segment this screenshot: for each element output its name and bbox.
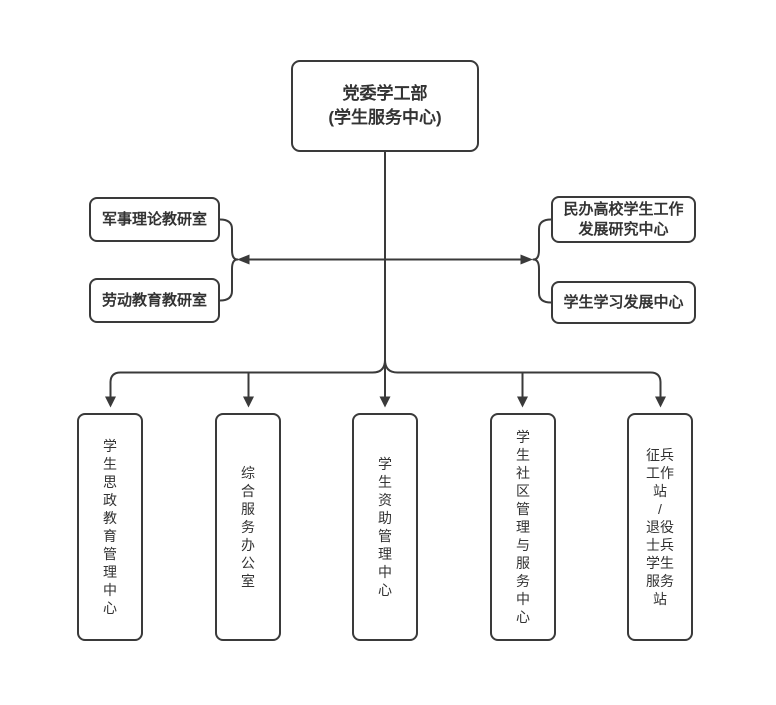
- node-student-ideological-education-center: 学 生 思 政 教 育 管 理 中 心: [77, 413, 143, 641]
- node-general-service-office: 综 合 服 务 办 公 室: [215, 413, 281, 641]
- arrowhead-bottom-5: [655, 396, 666, 408]
- arrowhead-right: [520, 254, 533, 265]
- arrowhead-left: [237, 254, 250, 265]
- node-conscription-veteran-student-service-station: 征兵 工作 站 / 退役 士兵 学生 服务 站: [627, 413, 693, 641]
- connector-left-brace-top: [219, 218, 239, 261]
- node-student-learning-development-center: 学生学习发展中心: [551, 281, 696, 324]
- arrowhead-bottom-1: [105, 396, 116, 408]
- node-military-theory-teaching-office: 军事理论教研室: [89, 197, 220, 242]
- connector-right-brace-bottom: [532, 258, 552, 304]
- node-private-college-student-work-research-center: 民办高校学生工作 发展研究中心: [551, 196, 696, 243]
- node-student-community-management-service-center: 学 生 社 区 管 理 与 服 务 中 心: [490, 413, 556, 641]
- node-student-aid-management-center: 学 生 资 助 管 理 中 心: [352, 413, 418, 641]
- arrowhead-bottom-4: [517, 396, 528, 408]
- arrowhead-bottom-center: [379, 396, 391, 408]
- connector-left-brace-bottom: [219, 258, 239, 302]
- node-party-committee-student-affairs-dept: 党委学工部 (学生服务中心): [291, 60, 479, 152]
- connector-rail-left: [109, 359, 386, 398]
- arrowhead-bottom-2: [243, 396, 254, 408]
- connector-rail-right: [384, 359, 662, 398]
- connector-right-brace-top: [532, 218, 552, 261]
- node-labor-education-teaching-office: 劳动教育教研室: [89, 278, 220, 323]
